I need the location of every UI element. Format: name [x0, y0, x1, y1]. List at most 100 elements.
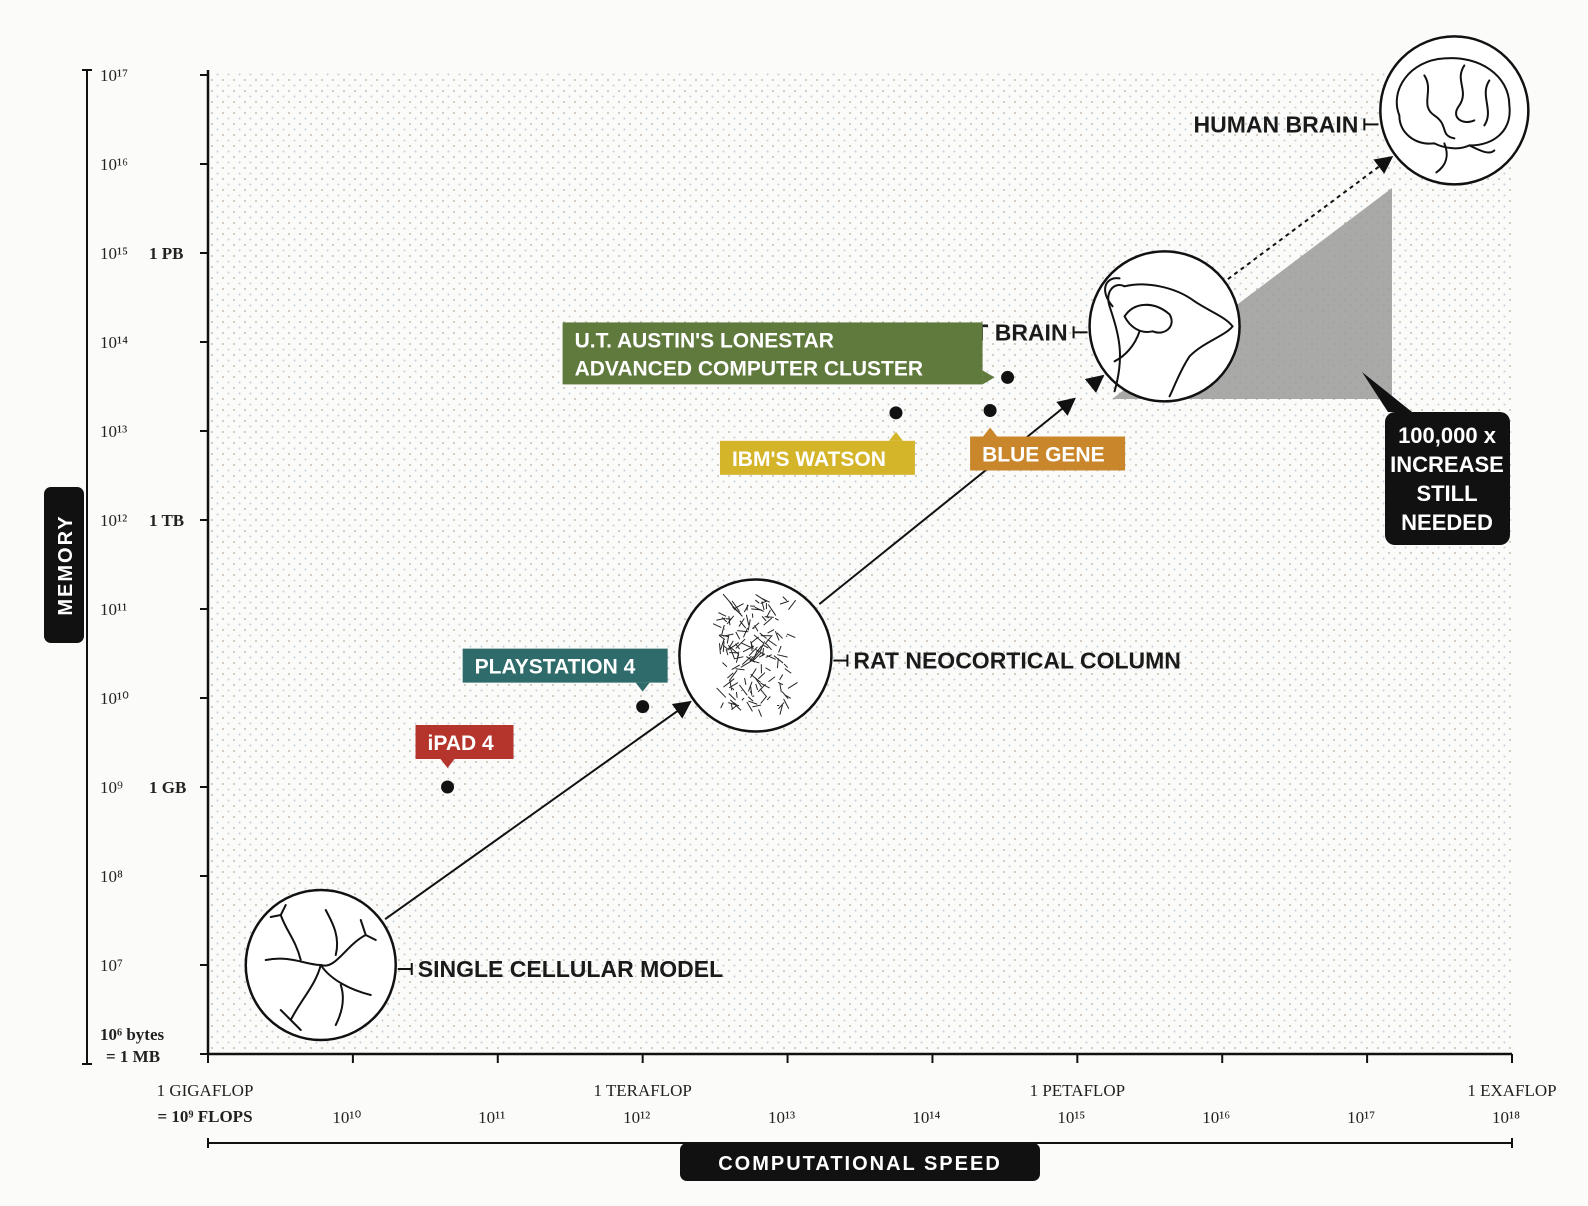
device-tag-text: IBM'S WATSON	[732, 448, 886, 471]
dendrite-stroke	[741, 697, 745, 701]
device-tag-text: U.T. AUSTIN'S LONESTAR	[575, 329, 834, 352]
model-label-text: RAT NEOCORTICAL COLUMN	[853, 648, 1181, 674]
dendrite-stroke	[741, 642, 751, 648]
device-tag-pointer	[888, 431, 903, 441]
dendrite-stroke	[725, 648, 729, 656]
dendrite-stroke	[767, 629, 775, 634]
icon-stroke	[1483, 79, 1491, 127]
dendrite-stroke	[760, 682, 770, 689]
x-tick-label: 10¹⁵	[1057, 1108, 1085, 1127]
dendrite-stroke	[763, 617, 773, 626]
device-tag-pointer	[982, 370, 995, 385]
dendrite-stroke	[758, 709, 763, 717]
icon-stroke	[1104, 277, 1121, 308]
dendrite-stroke	[776, 632, 783, 639]
dendrite-stroke	[720, 639, 725, 650]
dendrite-stroke	[753, 634, 764, 644]
dendrite-stroke	[760, 695, 768, 704]
neuron-icon	[264, 904, 377, 1031]
dendrite-stroke	[735, 631, 741, 640]
model-human-brain	[1379, 35, 1530, 186]
arrow-column-to-rat-brain	[818, 397, 1076, 605]
device-tag-text: PLAYSTATION 4	[475, 656, 636, 679]
y-tick-label: 10¹¹	[100, 600, 127, 619]
dendrite-stroke	[779, 704, 783, 715]
device-point	[983, 403, 997, 417]
dendrite-stroke	[746, 701, 753, 712]
dendrite-stroke	[776, 658, 779, 669]
dendrite-stroke	[723, 645, 729, 650]
device-tag: iPAD 4	[415, 725, 514, 768]
dendrite-stroke	[741, 655, 752, 665]
dendrite-stroke	[774, 617, 779, 621]
x-tick-label: 10¹⁶	[1202, 1108, 1230, 1127]
device-tag-box	[970, 436, 1126, 471]
device-tag-box	[415, 725, 514, 759]
dendrite-stroke	[778, 645, 782, 653]
dendrite-stroke	[757, 672, 766, 680]
icon-stroke	[289, 964, 322, 1021]
dendrite-stroke	[787, 682, 798, 689]
callout-text-line: STILL	[1416, 481, 1477, 506]
x-tick-label: 10¹⁷	[1347, 1108, 1375, 1127]
dendrite-stroke	[777, 654, 788, 658]
model-label-neuron: SINGLE CELLULAR MODEL	[397, 956, 723, 982]
dendrite-stroke	[755, 599, 760, 604]
device-tag-box	[719, 440, 915, 475]
device-tag-pointer	[983, 427, 998, 437]
x-tick-label: 10¹²	[623, 1108, 650, 1127]
dendrite-stroke	[732, 701, 737, 705]
dendrite-stroke	[722, 641, 725, 652]
dendrite-stroke	[742, 627, 749, 638]
y-axis-title: MEMORY	[44, 487, 84, 643]
dendrite-stroke	[735, 643, 740, 650]
dendrite-stroke	[767, 604, 777, 616]
dendrite-stroke	[749, 691, 752, 694]
dendrite-stroke	[761, 615, 767, 622]
x-axis-title-text: COMPUTATIONAL SPEED	[718, 1153, 1002, 1175]
x-axis-title: COMPUTATIONAL SPEED	[680, 1143, 1040, 1181]
dendrite-stroke	[768, 676, 776, 683]
dendrite-stroke	[744, 677, 747, 685]
dendrite-stroke	[767, 639, 777, 647]
y-tick-label: 10⁷	[100, 956, 123, 975]
device-tag-text: iPAD 4	[428, 732, 494, 755]
dendrite-stroke	[759, 641, 766, 652]
dendrite-stroke	[733, 603, 744, 610]
icon-stroke	[279, 914, 302, 961]
device-tag: IBM'S WATSON	[719, 431, 915, 475]
device-tag-text: ADVANCED COMPUTER CLUSTER	[575, 357, 923, 380]
x-tick-label: 10¹⁰	[332, 1108, 361, 1127]
rat-head-icon	[1104, 277, 1234, 398]
dendrite-stroke	[774, 631, 780, 641]
dendrite-stroke	[786, 633, 796, 639]
model-rat-head	[1088, 250, 1241, 403]
x-tick-label: 10¹⁴	[912, 1108, 940, 1127]
icon-stroke	[1123, 303, 1173, 334]
dendrite-stroke	[719, 643, 721, 655]
icon-stroke	[334, 984, 344, 1026]
callout-box	[1385, 412, 1510, 545]
y-axis-title-box	[44, 487, 84, 643]
y-tick-unit-label: 1 TB	[149, 511, 184, 530]
dendrite-stroke	[748, 700, 758, 705]
dendrite-stroke	[765, 667, 771, 672]
dendrite-stroke	[728, 670, 738, 681]
x-tick-label: 10¹¹	[478, 1108, 505, 1127]
device-tag-box	[562, 322, 983, 385]
y-tick-label: 10¹⁴	[100, 333, 128, 352]
dendrite-stroke	[779, 674, 784, 680]
dendrite-stroke	[718, 634, 726, 641]
dendrite-stroke	[752, 704, 762, 708]
device-point	[441, 780, 455, 794]
dendrite-stroke	[761, 597, 770, 603]
y-tick-label: 10¹⁰	[100, 689, 129, 708]
dendrite-stroke	[739, 620, 747, 629]
dendrite-stroke	[751, 652, 762, 662]
icon-stroke	[1455, 64, 1476, 124]
dendrite-stroke	[722, 662, 728, 668]
device-tag: BLUE GENE	[970, 427, 1126, 471]
arrow-column-to-rat-brain-dashed	[1084, 374, 1105, 394]
y-tick-label: 10¹²	[100, 511, 127, 530]
